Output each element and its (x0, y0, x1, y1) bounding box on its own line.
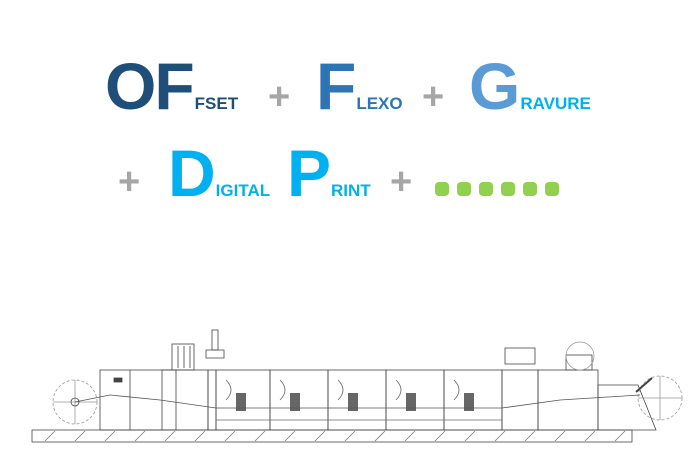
gravure-initial: G (469, 49, 520, 123)
print-rest: RINT (331, 181, 371, 200)
flexo-rest: LEXO (356, 94, 403, 113)
digital-label: D IGITAL (168, 140, 270, 206)
digital-initial: D (168, 136, 216, 210)
flexo-initial: F (316, 49, 356, 123)
gravure-label: G RAVURE (469, 53, 591, 119)
printing-press-illustration (31, 329, 683, 443)
plus-sign: + (268, 76, 291, 118)
digital-rest: IGITAL (215, 181, 271, 200)
dot-icon (435, 182, 449, 196)
dot-icon (523, 182, 537, 196)
offset-initial: OF (105, 49, 195, 123)
ellipsis-dots (435, 182, 559, 196)
dot-icon (501, 182, 515, 196)
plus-sign: + (390, 161, 413, 203)
print-initial: P (287, 136, 331, 210)
gravure-rest: RAVURE (520, 94, 591, 113)
dot-icon (457, 182, 471, 196)
offset-rest: FSET (194, 94, 239, 113)
dot-icon (545, 182, 559, 196)
dot-icon (479, 182, 493, 196)
offset-label: OF FSET (105, 53, 238, 119)
plus-sign: + (118, 161, 141, 203)
print-label: P RINT (287, 140, 371, 206)
plus-sign: + (422, 76, 445, 118)
flexo-label: F LEXO (316, 53, 403, 119)
